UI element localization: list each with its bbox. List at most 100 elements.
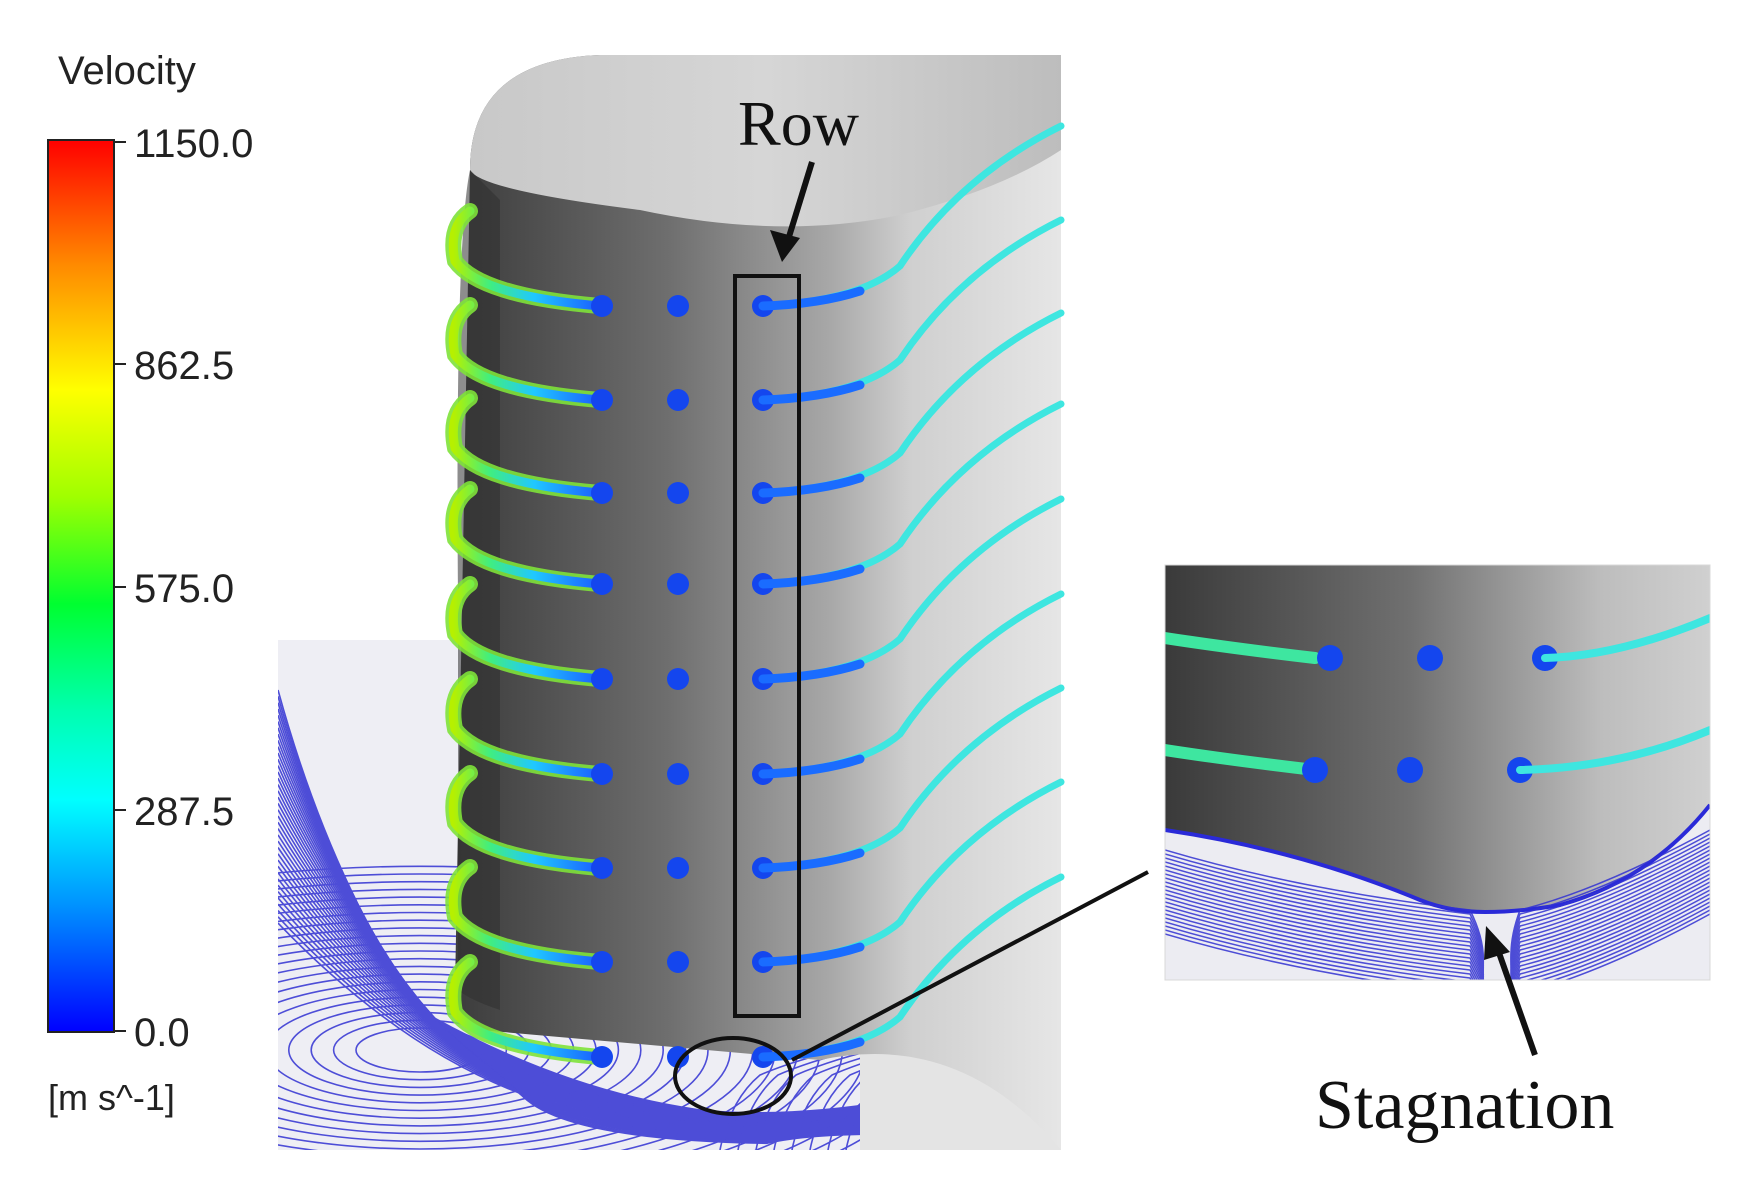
inset-streamline	[1165, 885, 1485, 980]
vortex-streamline	[355, 1027, 485, 1073]
cooling-hole	[667, 573, 689, 595]
downstream-streak-base	[758, 848, 865, 873]
stagnation-region-marker	[673, 1036, 793, 1116]
legend-tick-0: 0.0	[134, 1011, 190, 1055]
leading-edge-jet-core	[448, 862, 605, 967]
inset-streamline	[1165, 905, 1481, 980]
cooling-hole	[667, 857, 689, 879]
inset-cooling-hole	[1397, 757, 1423, 783]
cooling-hole	[667, 1046, 689, 1068]
vortex-streamline	[332, 1019, 508, 1081]
inset-streamline	[1165, 901, 1481, 980]
inset-blade-edge	[1165, 803, 1710, 915]
vortex-streamline	[278, 965, 664, 1135]
leading-edge-jet-core	[448, 957, 605, 1062]
main-render: Row	[278, 55, 1149, 1150]
cooling-hole	[591, 573, 613, 595]
inset-streamline	[1514, 905, 1710, 980]
legend-tick-575: 575.0	[134, 567, 234, 611]
downstream-streak-base	[758, 942, 865, 967]
inset-streamline	[1514, 901, 1710, 980]
inset-streamline	[1510, 873, 1710, 980]
inset-streamline	[1165, 933, 1481, 980]
row-label: Row	[738, 88, 859, 159]
legend-tick-862: 862.5	[134, 344, 234, 388]
coolant-row	[445, 495, 1065, 690]
velocity-legend: Velocity 1150.0 862.5 575.0 287.5 0.0 [m…	[47, 49, 253, 1118]
vortex-streamline	[278, 981, 620, 1119]
inset-streamline	[1165, 869, 1485, 980]
inset-frame	[1164, 564, 1711, 981]
cooling-hole	[591, 857, 613, 879]
inset-streamline	[1165, 897, 1482, 980]
inset-streamline	[1165, 909, 1481, 980]
inset-jet	[1165, 744, 1321, 776]
cooling-hole	[591, 1046, 613, 1068]
coolant-row	[445, 216, 1065, 411]
inset-streamline	[1165, 921, 1481, 980]
stagnation-inset: Stagnation	[1164, 564, 1711, 1144]
cooling-hole	[667, 951, 689, 973]
inset-streamline	[1514, 913, 1710, 980]
row-box	[733, 274, 801, 1018]
stagnation-label: Stagnation	[1315, 1067, 1614, 1144]
coolant-row	[445, 590, 1065, 785]
cooling-hole	[591, 951, 613, 973]
cooling-hole	[667, 763, 689, 785]
inset-streamline	[1514, 897, 1710, 980]
cooling-hole	[667, 668, 689, 690]
coolant-row	[445, 309, 1065, 504]
inset-streamline	[1165, 889, 1484, 980]
cooling-hole	[591, 389, 613, 411]
inset-cooling-hole	[1317, 645, 1343, 671]
coolant-streaks	[445, 122, 1065, 1068]
callout-line	[791, 870, 1149, 1062]
cooling-hole	[667, 482, 689, 504]
downstream-streak-base	[758, 286, 865, 311]
inset-cooling-hole	[1417, 645, 1443, 671]
inset-downstream-streak	[1516, 726, 1710, 774]
inset-jet	[1165, 632, 1321, 664]
inset-streamline	[1165, 881, 1485, 980]
downstream-streak-base	[758, 659, 865, 684]
coolant-row	[445, 400, 1065, 595]
cooling-hole	[591, 668, 613, 690]
leading-edge-jet-core	[448, 206, 605, 311]
blade-top	[470, 55, 1061, 227]
inset-downstream-streak	[1541, 614, 1710, 662]
coolant-row	[445, 778, 1065, 973]
vortex-streamline	[278, 973, 642, 1127]
coolant-row	[445, 684, 1065, 879]
inset-coolant-streaks	[1165, 614, 1710, 783]
cooling-hole	[591, 763, 613, 785]
leading-edge-jet-core	[448, 579, 605, 684]
leading-edge-jet-core	[448, 393, 605, 498]
legend-title: Velocity	[58, 49, 196, 93]
inset-streamline	[1165, 873, 1485, 980]
inset-streamline	[1514, 893, 1710, 980]
row-arrow-shaft	[785, 161, 815, 241]
cooling-hole	[591, 482, 613, 504]
downstream-streak-base	[758, 754, 865, 779]
leading-edge-jet-core	[448, 768, 605, 873]
downstream-streak-base	[758, 1037, 865, 1062]
row-annotation: Row	[733, 88, 859, 1018]
leading-edge-jet-core	[448, 674, 605, 779]
inset-streamline	[1513, 885, 1710, 980]
inset-streamline	[1165, 893, 1484, 980]
inset-streamline	[1514, 889, 1710, 980]
inset-streamline	[1511, 877, 1710, 980]
inset-streamline	[1165, 929, 1481, 980]
inset-streamline	[1165, 925, 1481, 980]
downstream-streak-base	[758, 473, 865, 498]
inset-surface-streamlines	[1165, 829, 1710, 980]
inset-streamline	[1514, 909, 1710, 980]
legend-tick-1150: 1150.0	[134, 122, 253, 166]
downstream-streak-base	[758, 380, 865, 405]
inset-streamline	[1512, 881, 1710, 980]
downstream-streak-base	[758, 564, 865, 589]
leading-edge-jet-core	[448, 300, 605, 405]
colorbar	[47, 139, 115, 1033]
leading-edge-jet-core	[448, 484, 605, 589]
cooling-hole	[667, 389, 689, 411]
